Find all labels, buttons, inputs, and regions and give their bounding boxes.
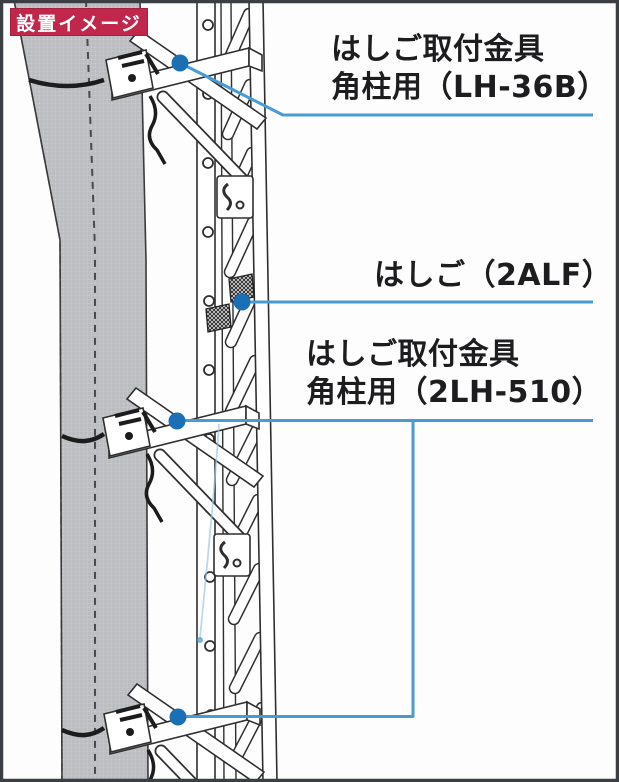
callout-lower-brackets-line1: はしご取付金具 (306, 337, 520, 372)
callout-dots (168, 54, 251, 726)
leader-lower-brackets-drop (178, 420, 415, 718)
dot-bottom-bracket (169, 708, 187, 726)
callout-top-bracket: はしご取付金具 角柱用（LH-36B） (331, 31, 608, 107)
ladder-foot-lower (205, 303, 232, 333)
diagram-title-badge: 設置イメージ (10, 8, 148, 36)
faint-guide-dot (197, 637, 203, 643)
callout-ladder-line1: はしご（2ALF） (374, 258, 613, 293)
callout-lower-brackets-line2: 角柱用（2LH-510） (306, 375, 603, 410)
callout-top-bracket-line2: 角柱用（LH-36B） (331, 70, 608, 105)
ladder-far-stile (248, 0, 278, 782)
callout-lower-brackets: はしご取付金具 角柱用（2LH-510） (306, 336, 602, 412)
dot-middle-bracket (168, 412, 186, 430)
ladder-foot-upper (228, 273, 255, 303)
dot-ladder (233, 293, 251, 311)
pole-straps (28, 77, 106, 738)
faint-guide-line (199, 423, 220, 639)
callout-top-bracket-line1: はしご取付金具 (331, 32, 545, 67)
dot-top-bracket (171, 54, 189, 72)
leader-top-bracket (179, 61, 593, 117)
callout-ladder: はしご（2ALF） (374, 257, 612, 295)
leader-lines (177, 61, 593, 718)
ladder-near-stile (196, 0, 216, 782)
square-pole (13, 0, 149, 782)
